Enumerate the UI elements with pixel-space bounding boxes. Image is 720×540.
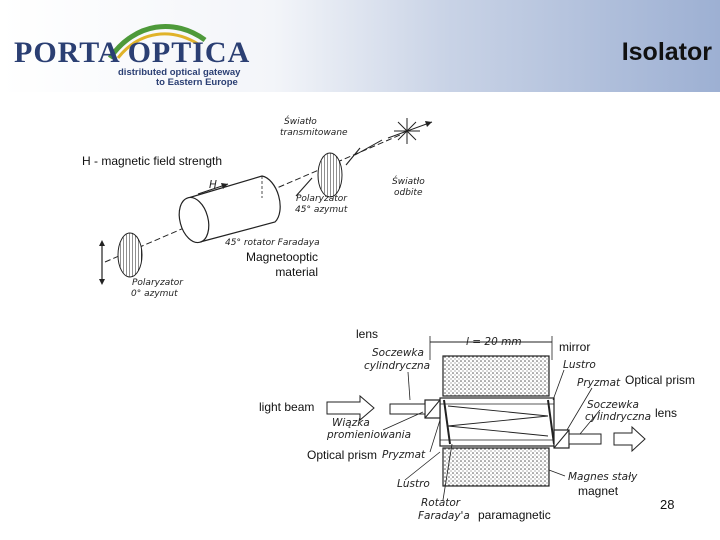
label-paramagnetic: paramagnetic [478, 508, 551, 522]
label-soczewka1-1: Soczewka [372, 347, 424, 359]
label-soczewka1-2: cylindryczna [364, 360, 430, 372]
label-length: l = 20 mm [466, 336, 522, 348]
label-polaryzator45-2: 45° azymut [295, 205, 348, 215]
label-optical-prism-left: Optical prism [307, 448, 378, 462]
paramagnetic-rod [439, 397, 555, 447]
logo-tagline-line-1: distributed optical gateway [118, 67, 241, 78]
label-swiatlo-transmitowane-2: transmitowane [280, 128, 348, 138]
label-lustro-top: Lustro [563, 359, 596, 371]
label-magnetooptic-line-1: Magnetooptic [245, 250, 318, 264]
label-optical-prism-right: Optical prism [625, 373, 696, 387]
label-swiatlo-transmitowane-1: Światło [284, 115, 317, 127]
fiber-out [568, 433, 602, 445]
mirror-left [443, 399, 451, 445]
label-lens-right: lens [655, 406, 678, 420]
fiber-in [389, 403, 426, 415]
label-soczewka2-1: Soczewka [587, 399, 639, 411]
label-soczewka2-2: cylindryczna [585, 411, 651, 423]
polarizer-0-deg [117, 232, 143, 278]
label-rotator: 45° rotator Faradaya [225, 238, 320, 248]
transmitted-ray [354, 139, 383, 156]
logo-tagline-line-2: to Eastern Europe [156, 77, 238, 88]
logo-tagline: distributed optical gateway to Eastern E… [118, 68, 240, 88]
label-pryzmat-bottom: Pryzmat [382, 449, 426, 461]
label-h-symbol: H [209, 179, 217, 191]
page-number: 28 [660, 497, 675, 512]
label-mirror: mirror [559, 340, 591, 354]
output-beam-arrow [613, 425, 646, 453]
label-swiatlo-odbite-1: Światło [392, 175, 425, 187]
label-wiazka-2: promieniowania [326, 429, 411, 441]
label-magnetooptic-line-2: material [275, 265, 318, 279]
label-pryzmat-top: Pryzmat [577, 377, 621, 389]
beam-path [447, 405, 549, 437]
label-magnet: magnet [578, 484, 619, 498]
label-magnetic-field: H - magnetic field strength [82, 154, 223, 168]
logo-arc-icon [107, 23, 207, 60]
logo-text: PORTA OPTICA [14, 36, 251, 69]
label-rotator-bottom-2: Faraday'a [418, 510, 470, 522]
leader-lines [382, 369, 601, 501]
polarizer-45-deg [317, 152, 343, 198]
page-title: Isolator [621, 38, 712, 66]
faraday-isolator-drawing [99, 118, 433, 285]
label-swiatlo-odbite-2: odbite [394, 188, 423, 198]
magnet-top [442, 355, 550, 397]
faraday-rotator-cylinder [178, 175, 281, 244]
label-wiazka-1: Wiązka [332, 417, 370, 429]
header-banner: PORTA OPTICA distributed optical gateway… [0, 0, 720, 92]
label-light-beam: light beam [259, 400, 315, 414]
label-lens-top: lens [356, 327, 379, 341]
mirror-right [547, 399, 555, 445]
input-beam-arrow [326, 394, 375, 422]
label-magnes: Magnes stały [568, 471, 638, 483]
label-magnetooptic-material: Magnetooptic material [232, 250, 318, 280]
isolator-cross-section [326, 336, 646, 501]
label-polaryzator45-1: Polaryzator [296, 194, 348, 204]
label-lustro-bottom: Lustro [397, 478, 430, 490]
label-rotator-bottom-1: Rotator [421, 497, 461, 509]
label-polaryzator0-2: 0° azymut [131, 289, 178, 299]
reflected-light-burst [394, 118, 420, 144]
label-polaryzator0-1: Polaryzator [132, 278, 184, 288]
magnet-bottom [442, 447, 550, 487]
